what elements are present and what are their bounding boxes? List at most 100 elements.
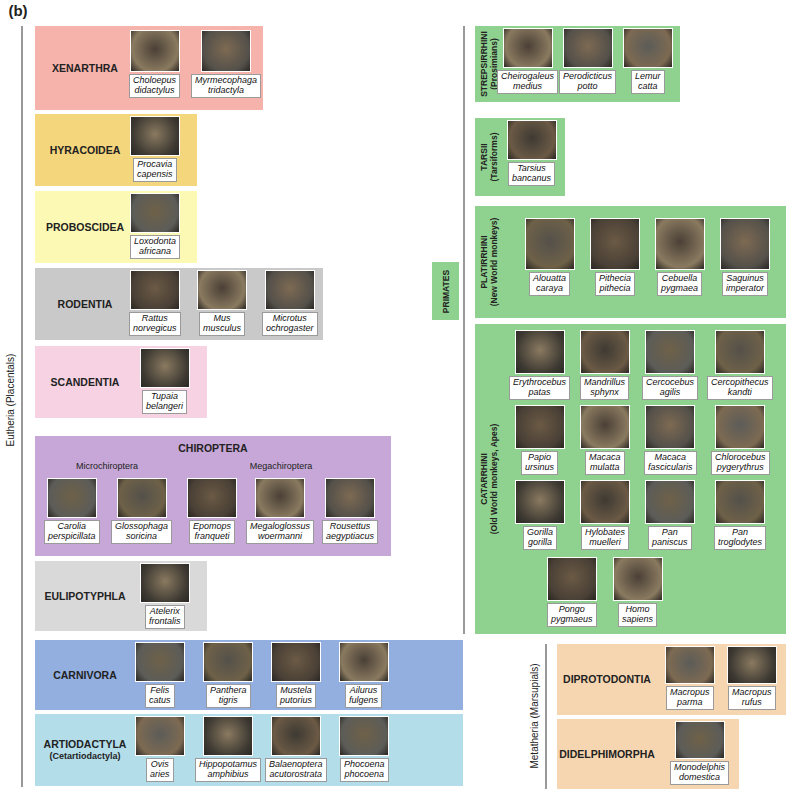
species-label: Mus musculus	[199, 312, 245, 336]
order-name: XENARTHRA	[52, 62, 118, 75]
species-label: Pongo pygmaeus	[547, 603, 597, 627]
species-name: Atelerix frontalis	[149, 607, 181, 627]
species-name: Mus musculus	[203, 314, 241, 334]
species-name: Chlorocebus pygerythrus	[715, 453, 766, 473]
species-name: Hippopotamus amphibius	[199, 760, 257, 780]
panel-heading: CARNIVORA	[37, 640, 133, 710]
species-label: Hippopotamus amphibius	[195, 758, 261, 782]
order-name: ARTIODACTYLA	[44, 738, 127, 751]
species-photo	[117, 478, 167, 518]
species-photo	[197, 270, 247, 310]
species-label: Cebuella pygmaea	[657, 272, 702, 296]
species-name: Macaca fascicularis	[648, 453, 693, 473]
panel-heading: SCANDENTIA	[37, 346, 133, 418]
species-photo	[645, 405, 695, 449]
species-label: Felis catus	[145, 684, 175, 708]
species-label: Ailurus fulgens	[345, 684, 382, 708]
order-panel: HYRACOIDEAProcavia capensis	[35, 114, 197, 186]
panel-heading: RODENTIA	[37, 268, 133, 340]
species-photo	[203, 642, 253, 682]
order-panel: TARSII(Tarsiforms)Tarsius bancanus	[475, 118, 565, 196]
species-photo	[265, 270, 315, 310]
species-photo	[130, 116, 180, 156]
species-label: Macaca fascicularis	[644, 451, 697, 475]
species-photo	[255, 478, 305, 518]
species-photo	[613, 557, 663, 601]
species-photo	[580, 480, 630, 524]
order-panel: CARNIVORAFelis catusPanthera tigrisMuste…	[35, 640, 463, 710]
species-photo	[665, 646, 715, 684]
species-name: Megaloglossus woermanni	[250, 522, 310, 542]
species-label: Pithecia pithecia	[595, 272, 635, 296]
species-photo	[645, 330, 695, 374]
clade-label: Metatheria (Marsupials)	[528, 641, 542, 791]
species-photo	[271, 716, 321, 756]
species-label: Tarsius bancanus	[508, 162, 555, 186]
species-name: Saguinus imperator	[726, 274, 764, 294]
group-name: TARSII	[480, 143, 490, 170]
species-photo	[130, 270, 180, 310]
species-photo	[203, 716, 253, 756]
species-label: Monodelphis domestica	[670, 761, 729, 785]
species-photo	[201, 30, 251, 72]
order-panel: DIDELPHIMORPHAMonodelphis domestica	[557, 719, 739, 789]
species-name: Microtus ochrogaster	[266, 314, 314, 334]
species-name: Homo sapiens	[622, 605, 653, 625]
species-name: Glossophaga soricina	[115, 522, 168, 542]
species-label: Mandrillus sphynx	[580, 376, 629, 400]
species-label: Loxodonta africana	[130, 235, 180, 259]
species-name: Phocoena phocoena	[344, 760, 385, 780]
species-name: Cercopithecus kandti	[711, 378, 769, 398]
species-photo	[515, 330, 565, 374]
species-photo	[675, 721, 725, 759]
species-name: Macaca mulatta	[589, 453, 621, 473]
group-alias: (Old World monkeys, Apes)	[490, 424, 500, 535]
species-label: Panthera tigris	[206, 684, 251, 708]
species-photo	[623, 28, 673, 68]
species-label: Rattus norvegicus	[129, 312, 181, 336]
order-panel: XENARTHRA Choloepus didactylus Myrmecophag…	[35, 26, 263, 110]
species-photo	[563, 28, 613, 68]
vertical-heading: PRIMATES	[433, 265, 458, 317]
panel-heading: PROBOSCIDEA	[37, 191, 133, 263]
species-photo	[727, 646, 777, 684]
species-photo	[507, 120, 557, 160]
species-photo	[339, 716, 389, 756]
species-label: Alouatta caraya	[529, 272, 570, 296]
species-name: Pongo pygmaeus	[551, 605, 593, 625]
species-name: Gorilla gorilla	[527, 528, 553, 548]
species-label: Cercopithecus kandti	[707, 376, 773, 400]
species-name: Felis catus	[149, 686, 171, 706]
clade-label: Eutheria (Placentals)	[4, 300, 18, 500]
group-name: CATARRHINI	[480, 453, 490, 505]
species-name: Tupaia belangeri	[146, 392, 183, 412]
species-name: Perodicticus potto	[563, 72, 612, 92]
order-name: RODENTIA	[58, 298, 113, 311]
species-name: Pan troglodytes	[718, 528, 762, 548]
species-photo	[590, 218, 640, 270]
species-label: Ovis aries	[146, 758, 174, 782]
panel-heading: ARTIODACTYLA(Cetartiodactyla)	[37, 714, 133, 786]
order-name: DIPROTODONTIA	[563, 673, 651, 686]
species-label: Homo sapiens	[618, 603, 657, 627]
species-label: Hylobates muelleri	[581, 526, 629, 550]
species-label: Megaloglossus woermanni	[246, 520, 314, 544]
species-photo	[715, 330, 765, 374]
species-name: Cebuella pygmaea	[661, 274, 698, 294]
species-photo	[47, 478, 97, 518]
species-name: Pan paniscus	[652, 528, 688, 548]
species-photo	[525, 218, 575, 270]
order-name: EULIPOTYPHLA	[44, 590, 125, 603]
order-alias: (Cetartiodactyla)	[49, 751, 120, 762]
order-panel: STREPSIRRHINI(Prosimians)Cheirogaleus me…	[475, 26, 680, 102]
species-photo	[720, 218, 770, 270]
species-label: Choloepus didactylus	[129, 74, 180, 98]
species-name: Procavia capensis	[137, 160, 173, 180]
species-photo	[580, 405, 630, 449]
order-panel: RODENTIA Rattus norvegicus Mus musculus Mic…	[35, 268, 323, 340]
species-photo	[655, 218, 705, 270]
group-alias: (New World monkeys)	[490, 218, 500, 307]
order-panel: ARTIODACTYLA(Cetartiodactyla) Ovis aries H…	[35, 714, 463, 786]
order-panel: PROBOSCIDEALoxodonta africana	[35, 191, 197, 263]
species-label: Myrmecophaga tridactyla	[191, 74, 261, 98]
